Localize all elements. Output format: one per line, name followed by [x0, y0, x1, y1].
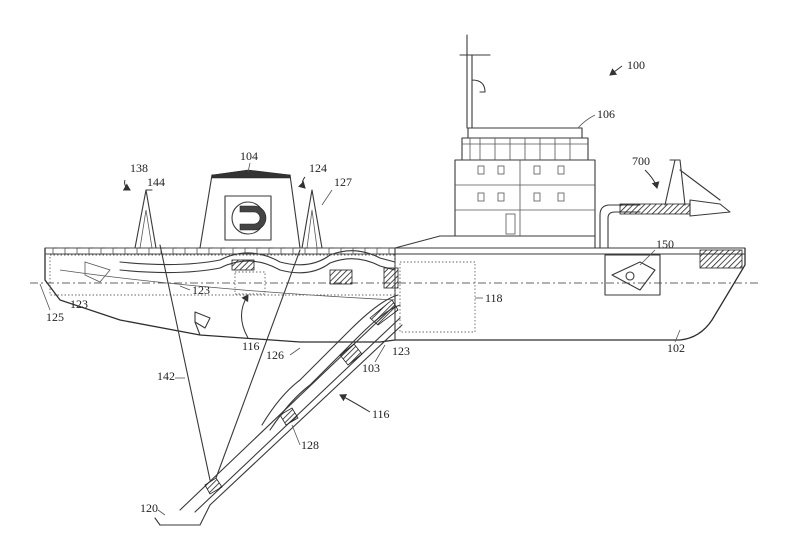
ref-124: 124	[309, 161, 327, 175]
dredge-ladder	[154, 244, 403, 526]
ref-123-pipe: 123	[392, 344, 410, 358]
ref-123-mid: 123	[192, 283, 210, 297]
ref-104: 104	[240, 149, 258, 163]
a-frame-124	[301, 189, 323, 249]
ref-116-lower: 116	[372, 407, 390, 421]
ref-116-upper: 116	[242, 339, 260, 353]
ref-120: 120	[140, 501, 158, 515]
ref-103: 103	[362, 361, 380, 375]
ref-126: 126	[266, 348, 284, 362]
ref-127: 127	[334, 175, 352, 189]
ref-128: 128	[301, 438, 319, 452]
ref-150: 150	[656, 237, 674, 251]
propeller	[194, 311, 211, 336]
ref-100: 100	[627, 58, 645, 72]
ref-700: 700	[632, 154, 650, 168]
ref-125: 125	[46, 310, 64, 324]
ref-144: 144	[147, 175, 165, 189]
suction-pipe-on-deck	[84, 250, 399, 295]
ref-142: 142	[157, 369, 175, 383]
ref-102: 102	[667, 341, 685, 355]
tank-118	[399, 261, 476, 333]
ref-106: 106	[597, 107, 615, 121]
bow-equipment	[599, 159, 743, 296]
superstructure-106	[394, 34, 596, 249]
reference-numerals: 100 106 104 700 138 144 124 127 150 123 …	[39, 58, 685, 516]
a-frame-138	[134, 189, 157, 249]
ref-138: 138	[130, 161, 148, 175]
ref-123-aft: 123	[70, 297, 88, 311]
ref-118: 118	[485, 291, 503, 305]
funnel-104	[199, 169, 301, 249]
